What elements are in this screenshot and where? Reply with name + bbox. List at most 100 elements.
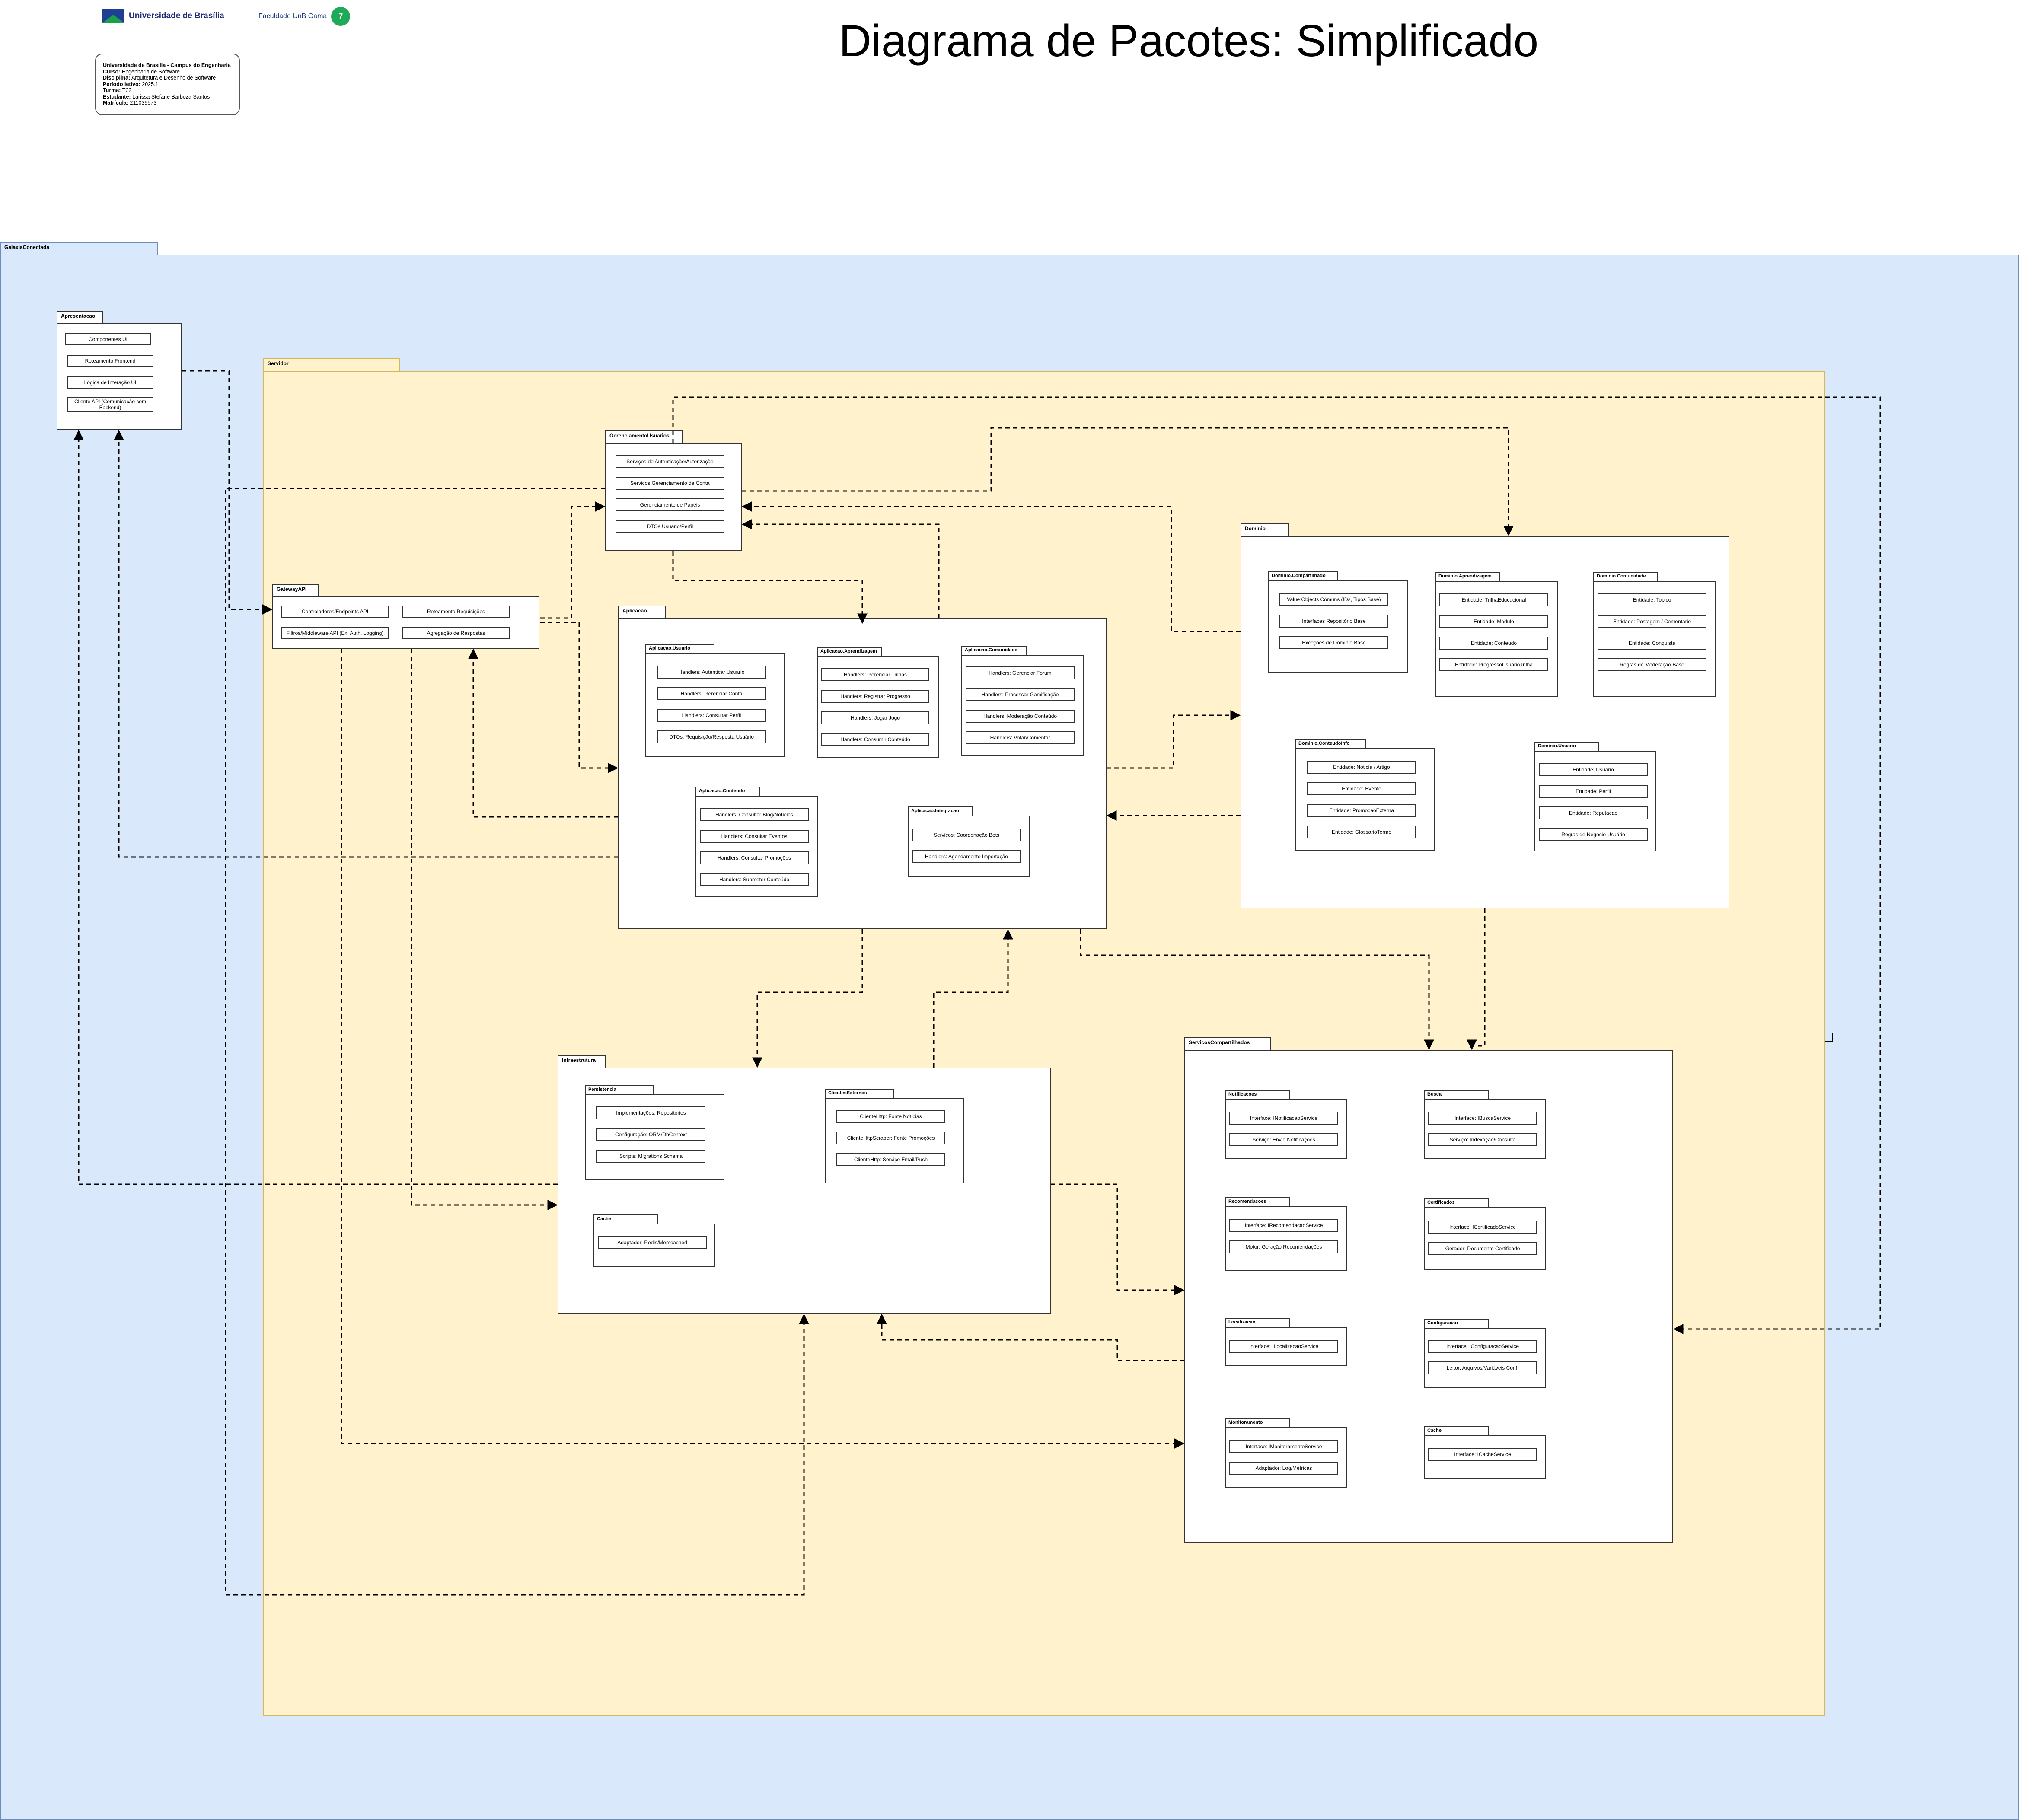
package-tab-aplicacao-usuario: Aplicacao.Usuario [645,644,714,653]
info-discipline-label: Disciplina: [103,75,131,81]
item-handlers-moderacao-conteudo: Handlers: Moderação Conteúdo [966,710,1075,723]
item-entidade-glossario-termo: Entidade: GlossarioTermo [1307,826,1416,838]
item-dtos-usuario-perfil: DTOs Usuário/Perfil [616,520,724,533]
item-handlers-submeter-conteudo: Handlers: Submeter Conteúdo [700,873,809,886]
package-label-servicos: ServicosCompartilhados [1189,1039,1250,1045]
item-handlers-consultar-eventos: Handlers: Consultar Eventos [700,830,809,843]
info-discipline-value: Arquitetura e Desenho de Software [131,75,216,81]
package-recomendacoes [1225,1206,1347,1271]
arrow-dominio-servicos [1467,908,1486,1050]
arrow-servicos-infraestrutura [877,1313,1184,1361]
info-matricula-label: Matrícula: [103,100,129,106]
item-adaptador-redis: Adaptador: Redis/Memcached [598,1236,707,1249]
package-tab-dominio-aprendizagem: Dominio.Aprendizagem [1435,572,1500,581]
item-dtos-requisicao-resposta: DTOs: Requisição/Resposta Usuário [657,730,766,743]
package-tab-configuracao: Configuracao [1424,1319,1489,1328]
package-tab-aplicacao-conteudo: Aplicacao.Conteudo [695,787,760,796]
item-excecoes-dominio-base: Exceções de Domínio Base [1279,636,1388,649]
item-entidade-conteudo: Entidade: Conteudo [1439,637,1548,650]
info-course-label: Curso: [103,68,121,75]
package-label-dominio-compartilhado: Dominio.Compartilhado [1272,573,1326,578]
item-motor-recomendacoes: Motor: Geração Recomendações [1229,1240,1338,1253]
info-period-label: Período letivo: [103,81,140,87]
item-componentes-ui: Componentes UI [65,333,151,345]
item-entidade-promocao-externa: Entidade: PromocaoExterna [1307,804,1416,817]
item-handlers-gerenciar-conta: Handlers: Gerenciar Conta [657,687,766,700]
item-entidade-postagem-comentario: Entidade: Postagem / Comentario [1598,615,1706,628]
item-agregacao-respostas: Agregação de Respostas [402,627,510,639]
package-label-dominio-conteudoinfo: Dominio.ConteudoInfo [1298,741,1350,746]
package-tab-certificados: Certificados [1424,1198,1489,1208]
item-handlers-registrar-progresso: Handlers: Registrar Progresso [821,690,929,703]
info-student-label: Estudante: [103,93,131,100]
package-label-recomendacoes: Recomendacoes [1228,1199,1266,1204]
item-configuracao-orm: Configuração: ORM/DbContext [596,1128,705,1141]
item-clientehttpscraper-promocoes: ClienteHttpScraper: Fonte Promoções [836,1132,945,1144]
package-label-aplicacao-integracao: Aplicacao.Integracao [911,808,959,813]
item-roteamento-frontend: Roteamento Frontend [67,355,153,367]
arrow-aplicacao-gateway [468,648,618,818]
item-handlers-gerenciar-trilhas: Handlers: Gerenciar Trilhas [821,668,929,681]
arrow-gerenciamento-servicos [672,396,1881,1334]
package-gateway [272,596,539,649]
item-entidade-progresso-usuario-trilha: Entidade: ProgressoUsuarioTrilha [1439,658,1548,671]
item-servicos-autenticacao: Serviços de Autenticação/Autorização [616,455,724,468]
item-servico-indexacao: Serviço: Indexação/Consulta [1428,1133,1537,1146]
arrow-gateway-gerenciamento [540,501,606,619]
unb-flag-icon [102,9,124,23]
fga-logo-text: Faculdade UnB Gama [258,13,327,20]
package-tab-recomendacoes: Recomendacoes [1225,1197,1290,1207]
item-scripts-migrations: Scripts: Migrations Schema [596,1150,705,1163]
item-servicos-conta: Serviços Gerenciamento de Conta [616,477,724,490]
item-clientehttp-email-push: ClienteHttp: Serviço Email/Push [836,1153,945,1166]
arrow-aplicacao-infraestrutura [752,929,863,1068]
package-label-busca: Busca [1427,1092,1442,1097]
package-label-aplicacao-comunidade: Aplicacao.Comunidade [965,647,1017,653]
item-gerador-certificado: Gerador: Documento Certificado [1428,1242,1537,1255]
package-tab-gateway: GatewayAPI [272,584,319,597]
item-handlers-consumir-conteudo: Handlers: Consumir Conteúdo [821,733,929,746]
package-aplicacao-integracao [908,816,1030,877]
package-label-aplicacao: Aplicacao [622,608,647,614]
arrow-gateway-aplicacao [540,622,619,773]
package-busca [1424,1099,1546,1159]
item-interface-imonitoramento: Interface: IMonitoramentoService [1229,1440,1338,1453]
item-value-objects-comuns: Value Objects Comuns (IDs, Tipos Base) [1279,593,1388,606]
item-interface-icache: Interface: ICacheService [1428,1448,1537,1461]
item-servico-envio-notificacoes: Serviço: Envio Notificações [1229,1133,1338,1146]
arrow-infraestrutura-servicos [1051,1183,1185,1295]
package-label-infraestrutura: Infraestrutura [562,1057,596,1063]
arrow-dominio-gerenciamento [741,501,1241,632]
info-matricula-value: 211039573 [130,100,157,106]
package-label-servicos-cache: Cache [1427,1428,1442,1433]
item-entidade-modulo: Entidade: Modulo [1439,615,1548,628]
arrow-gateway-servicos [341,649,1185,1449]
info-university: Universidade de Brasília - Campus do Eng… [103,62,231,68]
package-configuracao [1424,1328,1546,1388]
package-label-persistencia: Persistencia [588,1087,616,1092]
item-interfaces-repositorio-base: Interfaces Repositório Base [1279,615,1388,628]
package-label-aplicacao-usuario: Aplicacao.Usuario [649,646,690,651]
item-handlers-consultar-blog: Handlers: Consultar Blog/Notícias [700,808,809,821]
package-tab-clientes-externos: ClientesExternos [825,1089,894,1098]
info-course-value: Engenharia de Software [121,68,180,75]
arrow-aplicacao-gerenciamento [741,519,940,618]
package-label-aplicacao-aprendizagem: Aplicacao.Aprendizagem [820,649,877,654]
arrow-infraestrutura-aplicacao [933,929,1013,1068]
arrow-infraestrutura-apresentacao [73,430,558,1185]
package-label-servidor: Servidor [268,360,289,367]
unb-logo-text: Universidade de Brasília [129,11,224,20]
package-tab-servidor: Servidor [263,358,400,372]
package-label-aplicacao-conteudo: Aplicacao.Conteudo [699,788,745,794]
package-label-clientes-externos: ClientesExternos [828,1090,867,1096]
package-label-apresentacao: Apresentacao [61,313,96,319]
item-handlers-agendamento-importacao: Handlers: Agendamento Importação [912,850,1021,863]
package-label-gerenciamento: GerenciamentoUsuarios [609,433,670,439]
item-interface-ibusca: Interface: IBuscaService [1428,1112,1537,1125]
item-regras-negocio-usuario: Regras de Negócio Usuário [1539,828,1648,841]
arrow-apresentacao-gateway [182,370,273,615]
package-tab-dominio-usuario: Dominio.Usuario [1534,742,1599,751]
package-tab-aplicacao-aprendizagem: Aplicacao.Aprendizagem [817,647,882,657]
package-monitoramento [1225,1427,1347,1488]
arrow-gerenciamento-infraestrutura [225,488,809,1596]
